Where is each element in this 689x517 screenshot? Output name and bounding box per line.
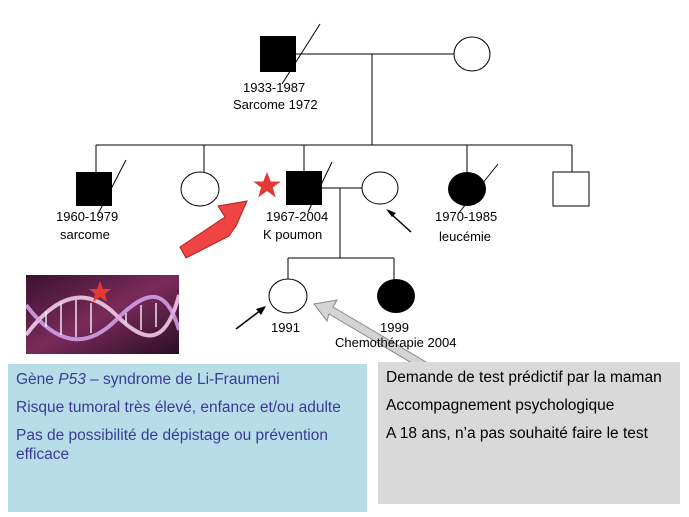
risk-line: Risque tumoral très élevé, enfance et/ou…: [16, 399, 341, 416]
grandfather-years: 1933-1987: [243, 80, 306, 95]
sibling1-condition: sarcome: [60, 227, 110, 242]
mother-arrow: [389, 212, 412, 233]
father-deceased-slash: [307, 161, 333, 213]
grandmother-symbol: [453, 36, 491, 72]
sibling6-symbol: [552, 171, 590, 207]
star-marker: [253, 172, 281, 198]
child1-year: 1991: [271, 320, 300, 335]
red-arrow: [179, 200, 248, 259]
child2-treatment: Chemothérapie 2004: [335, 335, 457, 350]
info-box-left: Gène P53 – syndrome de Li-Fraumeni Risqu…: [8, 364, 367, 512]
sibling1-years: 1960-1979: [56, 209, 119, 224]
info-box-right: Demande de test prédictif par la maman A…: [378, 362, 680, 504]
mother-symbol: [361, 171, 399, 205]
father-years: 1967-2004: [266, 209, 329, 224]
grandfather-deceased-slash: [281, 23, 321, 85]
child1-symbol: [268, 278, 308, 314]
decision-line: A 18 ans, n’a pas souhaité faire le test: [386, 425, 648, 442]
sister-symbol: [448, 172, 486, 206]
sibling2-symbol: [180, 171, 220, 207]
test-request-line: Demande de test prédictif par la maman: [386, 369, 662, 386]
support-line: Accompagnement psychologique: [386, 397, 615, 414]
gene-name: P53: [58, 371, 86, 388]
grandfather-condition: Sarcome 1972: [233, 97, 318, 112]
gene-line: Gène P53 – syndrome de Li-Fraumeni: [16, 371, 280, 388]
child2-year: 1999: [380, 320, 409, 335]
sibling1-symbol: [76, 172, 112, 206]
sibling1-deceased-slash: [97, 159, 127, 215]
grandfather-symbol: [260, 36, 296, 72]
sister-condition: leucémie: [439, 229, 492, 244]
father-condition: K poumon: [263, 227, 323, 242]
dna-helix-image: [26, 275, 179, 354]
father-symbol: [286, 171, 322, 205]
child1-arrow: [235, 309, 262, 330]
screening-line: Pas de possibilité de dépistage ou préve…: [16, 427, 328, 463]
sister-years: 1970-1985: [435, 209, 498, 224]
child2-symbol: [377, 279, 415, 313]
sister-deceased-slash: [457, 163, 499, 215]
